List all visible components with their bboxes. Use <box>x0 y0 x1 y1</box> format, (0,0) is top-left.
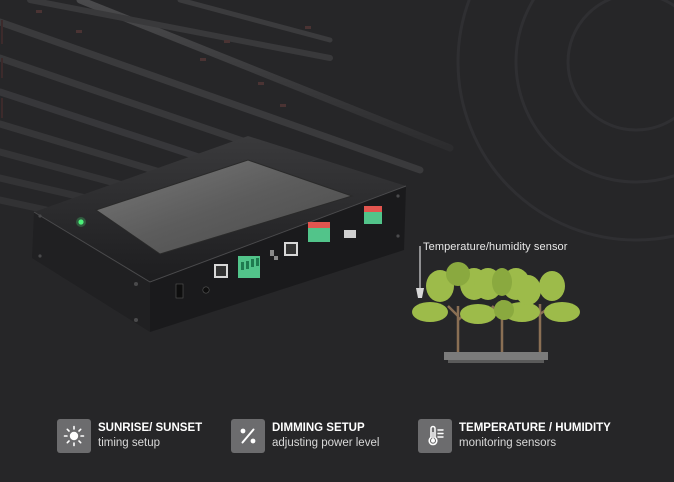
feature-dimming-setup: DIMMING SETUP adjusting power level <box>231 416 379 456</box>
decorative-arcs <box>456 0 674 242</box>
controller-device <box>32 136 407 332</box>
feature-sunrise-sunset: SUNRISE/ SUNSET timing setup <box>57 416 202 456</box>
grow-light-bars <box>0 0 454 230</box>
plants-illustration <box>412 246 580 363</box>
percent-icon <box>231 419 265 453</box>
terminal-block-2 <box>308 226 330 242</box>
sensor-label: Temperature/humidity sensor <box>423 241 568 253</box>
sensor-probe-icon <box>416 288 424 298</box>
feature-subtitle: timing setup <box>98 437 161 449</box>
feature-subtitle: adjusting power level <box>272 437 380 449</box>
feature-title: TEMPERATURE / HUMIDITY <box>459 422 611 434</box>
terminal-block-3 <box>364 210 382 224</box>
thermometer-icon <box>418 419 452 453</box>
sun-icon <box>57 419 91 453</box>
feature-subtitle: monitoring sensors <box>459 437 557 449</box>
device-screen <box>96 160 352 254</box>
power-led <box>78 219 84 225</box>
feature-title: DIMMING SETUP <box>272 422 365 434</box>
feature-temperature-humidity: TEMPERATURE / HUMIDITY monitoring sensor… <box>418 416 611 456</box>
feature-title: SUNRISE/ SUNSET <box>98 422 203 434</box>
